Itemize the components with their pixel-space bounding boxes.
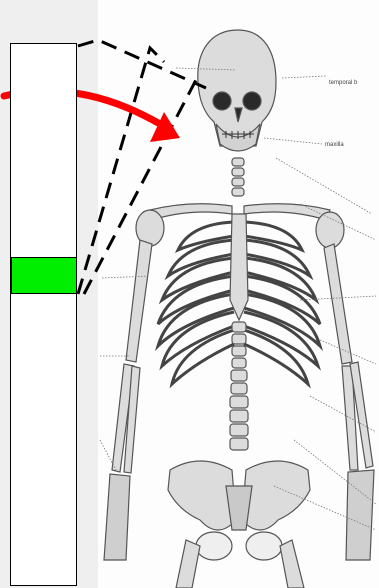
pelvis bbox=[168, 461, 236, 530]
clavicle-left bbox=[150, 204, 232, 220]
sternum bbox=[230, 214, 248, 320]
scroll-thumb[interactable] bbox=[11, 257, 77, 294]
eye-socket-left bbox=[213, 92, 231, 110]
skull bbox=[198, 30, 276, 146]
label-temporal-bone: temporal b bbox=[329, 80, 357, 86]
humerus-left bbox=[126, 240, 152, 362]
humerus-right bbox=[324, 244, 352, 364]
scroll-strip[interactable] bbox=[10, 43, 77, 586]
label-maxilla: maxilla bbox=[325, 142, 344, 148]
eye-socket-right bbox=[243, 92, 261, 110]
